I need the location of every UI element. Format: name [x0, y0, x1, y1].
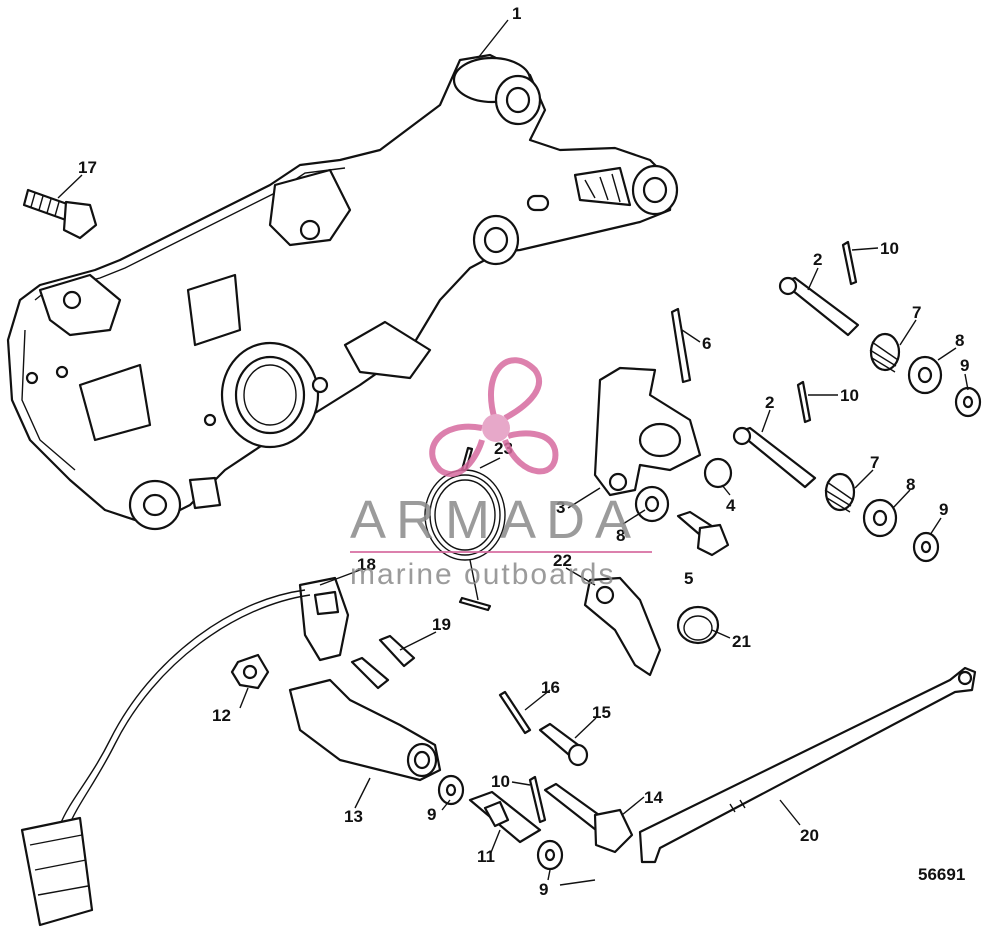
callout-8-upper: 8: [955, 331, 964, 350]
armada-watermark: ARMADA marine outboards: [350, 357, 652, 591]
roller-part-4: [703, 457, 733, 489]
callout-19: 19: [432, 615, 451, 634]
callout-20: 20: [800, 826, 819, 845]
callout-13: 13: [344, 807, 363, 826]
callout-12: 12: [212, 706, 231, 725]
shift-lever-part-13: [288, 678, 442, 782]
callout-4: 4: [726, 496, 736, 515]
callout-10-lower: 10: [491, 772, 510, 791]
cotter-pin-part-10-middle: [796, 380, 812, 424]
callout-9-left: 9: [427, 805, 436, 824]
pin-part-2-lower: [732, 426, 817, 489]
propeller-logo-icon: [429, 357, 559, 477]
pin-part-15: [538, 722, 589, 767]
torsion-spring-part-23: [424, 446, 506, 612]
link-part-22: [583, 576, 662, 677]
callout-18: 18: [357, 555, 376, 574]
rod-part-20: [638, 666, 977, 864]
figure-number: 56691: [918, 865, 965, 884]
callout-15: 15: [592, 703, 611, 722]
screws-part-19: [350, 634, 416, 690]
callout-17: 17: [78, 158, 97, 177]
callout-labels: 1 2 2 3 4 5 6 7 7 8 8 8 9 9 9 9 10 10 10…: [78, 4, 969, 899]
washer-part-9-upper: [954, 386, 982, 418]
lever-part-3: [593, 366, 702, 497]
cotter-pin-part-10-lower: [528, 775, 547, 824]
callout-22: 22: [553, 551, 572, 570]
callout-8-middle: 8: [616, 526, 625, 545]
callout-16: 16: [541, 678, 560, 697]
callout-1: 1: [512, 4, 521, 23]
watermark-tagline: marine outboards: [350, 558, 615, 591]
callout-9-upper: 9: [960, 356, 969, 375]
washer-part-9-left: [437, 774, 465, 806]
main-bracket-part-1: [6, 53, 679, 531]
spring-part-7-upper: [869, 332, 901, 373]
washer-part-9-lower: [912, 531, 940, 563]
nut-part-12: [230, 653, 270, 690]
callout-10-middle: 10: [840, 386, 859, 405]
pin-part-2-upper: [778, 276, 860, 337]
washer-part-8-upper: [907, 355, 943, 395]
callout-6: 6: [702, 334, 711, 353]
spring-part-7-lower: [824, 472, 856, 513]
bolt-part-14: [543, 782, 634, 854]
cotter-pin-part-6: [670, 307, 692, 384]
callout-3: 3: [556, 498, 565, 517]
callout-10-upper: 10: [880, 239, 899, 258]
washer-part-8-lower: [862, 498, 898, 538]
callout-7-upper: 7: [912, 303, 921, 322]
callout-9-bottom: 9: [539, 880, 548, 899]
washer-part-9-bottom: [536, 839, 564, 871]
callout-21: 21: [732, 632, 751, 651]
leader-lines: [57, 19, 969, 886]
bolt-part-5: [676, 510, 730, 557]
bushing-part-21: [676, 605, 720, 645]
connector-harness-end: [20, 816, 94, 927]
callout-8-lower: 8: [906, 475, 915, 494]
cotter-pin-part-10-upper: [841, 240, 858, 286]
bolt-part-17: [22, 188, 98, 240]
callout-2-upper: 2: [813, 250, 822, 269]
watermark-brand: ARMADA: [350, 490, 641, 550]
callout-2-lower: 2: [765, 393, 774, 412]
stud-part-11: [468, 790, 542, 844]
sensor-part-18: [59, 576, 350, 829]
callout-5: 5: [684, 569, 693, 588]
washer-part-8-middle: [634, 485, 670, 523]
cotter-pin-part-16: [498, 690, 532, 735]
callout-11: 11: [477, 847, 495, 866]
callout-9-lower: 9: [939, 500, 948, 519]
callout-14: 14: [644, 788, 663, 807]
callout-7-lower: 7: [870, 453, 879, 472]
